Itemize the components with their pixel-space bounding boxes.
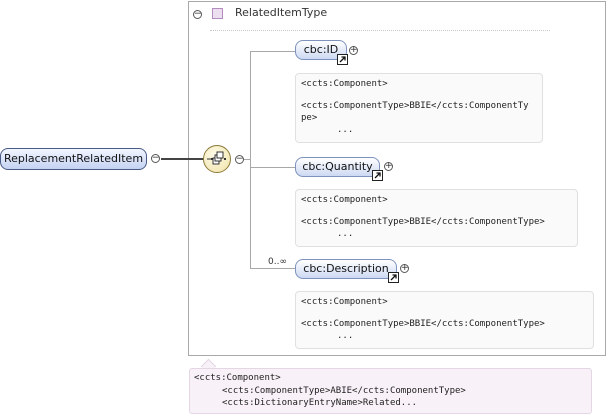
documentation-box-quantity: <ccts:Component> <ccts:ComponentType>BBI… [295,189,578,247]
documentation-box-id: <ccts:Component> <ccts:ComponentType>BBI… [295,73,543,143]
doc-line: <ccts:ComponentType>BBIE</ccts:Component… [301,217,545,227]
reference-arrow-icon [388,272,399,283]
sequence-compositor-icon[interactable] [203,145,231,173]
doc-more: ... [337,125,354,135]
doc-line: pe> [301,113,318,123]
sequence-connector [244,159,250,160]
expand-plus-icon[interactable]: + [349,45,358,55]
root-connector [161,158,204,160]
element-node-description[interactable]: cbc:Description [295,259,397,279]
collapse-minus-icon[interactable]: − [193,9,202,19]
doc-line: <ccts:DictionaryEntryName>Related... [222,398,418,408]
expand-plus-icon[interactable]: + [400,263,409,273]
doc-line: <ccts:ComponentType>BBIE</ccts:Component… [301,319,545,329]
doc-more: ... [337,229,354,239]
collapse-minus-icon[interactable]: − [151,153,160,163]
doc-line: <ccts:Component> [301,79,388,89]
doc-line: <ccts:Component> [301,195,388,205]
doc-more: ... [337,331,354,341]
documentation-box-description: <ccts:Component> <ccts:ComponentType>BBI… [295,291,594,349]
branch-description [250,268,295,269]
doc-line: <ccts:Component> [301,297,388,307]
doc-line: <ccts:Component> [194,373,281,383]
doc-line: <ccts:ComponentType>BBIE</ccts:Component… [301,101,529,111]
element-node-id[interactable]: cbc:ID [295,40,347,60]
expand-plus-icon[interactable]: + [384,161,393,171]
cardinality-label: 0..∞ [268,257,287,267]
collapse-minus-icon[interactable]: − [235,154,244,164]
root-element-node[interactable]: ReplacementRelatedItem [0,148,147,170]
branch-quantity [250,167,295,168]
doc-line: <ccts:ComponentType>ABIE</ccts:Component… [222,385,466,396]
sequence-branch-vertical [250,51,251,269]
reference-arrow-icon [372,170,383,181]
type-header-divider [210,30,550,31]
type-documentation-box: <ccts:Component> <ccts:ComponentType>ABI… [189,368,592,414]
branch-id [250,51,295,52]
element-node-quantity[interactable]: cbc:Quantity [295,157,380,177]
complex-type-icon [212,8,223,19]
reference-arrow-icon [337,54,348,65]
complex-type-name: RelatedItemType [235,6,328,19]
